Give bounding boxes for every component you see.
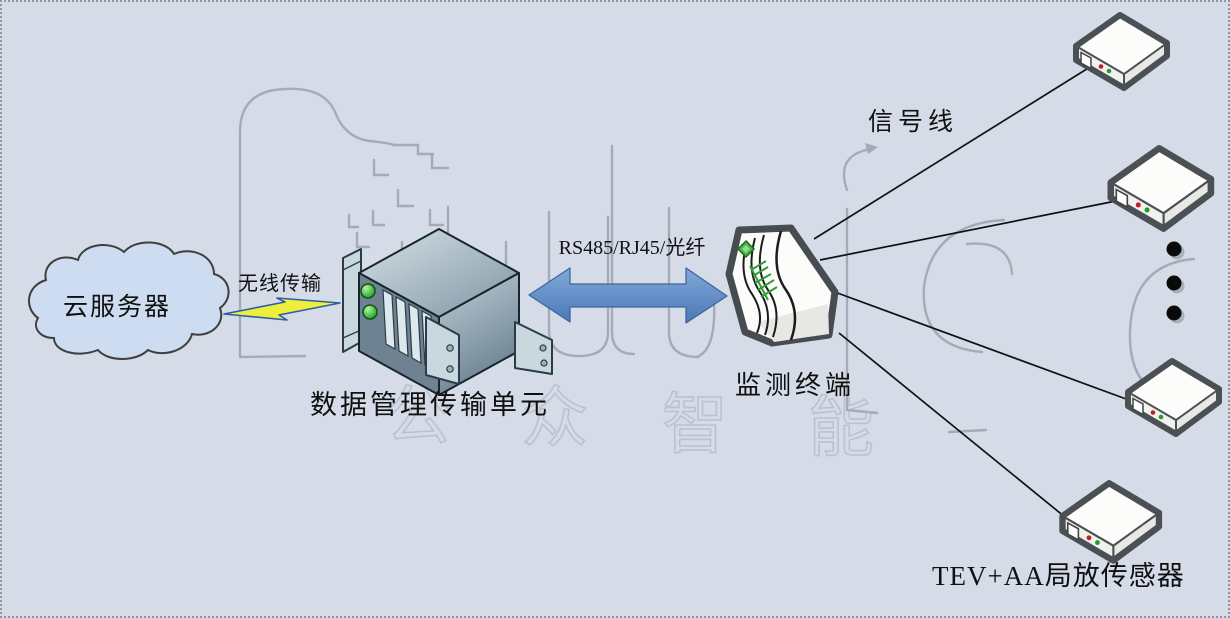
double-arrow-icon [528, 267, 728, 324]
ellipsis-dots [1166, 241, 1185, 324]
sensor-box-2 [1111, 148, 1211, 228]
watermark-char: 智 [662, 389, 728, 462]
signal-line-label: 信号线 [868, 109, 959, 136]
sensor-box-1 [1076, 15, 1167, 88]
signal-lines [813, 61, 1138, 527]
terminal-illustration [725, 224, 839, 347]
cloud-shape [28, 241, 230, 360]
data-unit-label: 数据管理传输单元 [310, 390, 550, 420]
watermark-char: 众 [522, 382, 588, 455]
terminal-antenna-marks [749, 260, 778, 301]
link-protocol-label: RS485/RJ45/光纤 [558, 237, 706, 259]
terminal-label: 监测终端 [735, 371, 856, 400]
curved-arrow-icon [842, 143, 878, 192]
sensor-label: TEV+AA局放传感器 [932, 561, 1185, 591]
sensor-box-3 [1128, 361, 1219, 434]
wireless-label: 无线传输 [238, 273, 322, 295]
terminal-led-diamond [736, 239, 756, 259]
lightning-icon [223, 297, 341, 321]
cloud-server-label: 云服务器 [62, 294, 171, 321]
sensor-box-4 [1062, 483, 1158, 560]
server-illustration [342, 228, 553, 396]
watermark-char: 能 [808, 392, 874, 465]
